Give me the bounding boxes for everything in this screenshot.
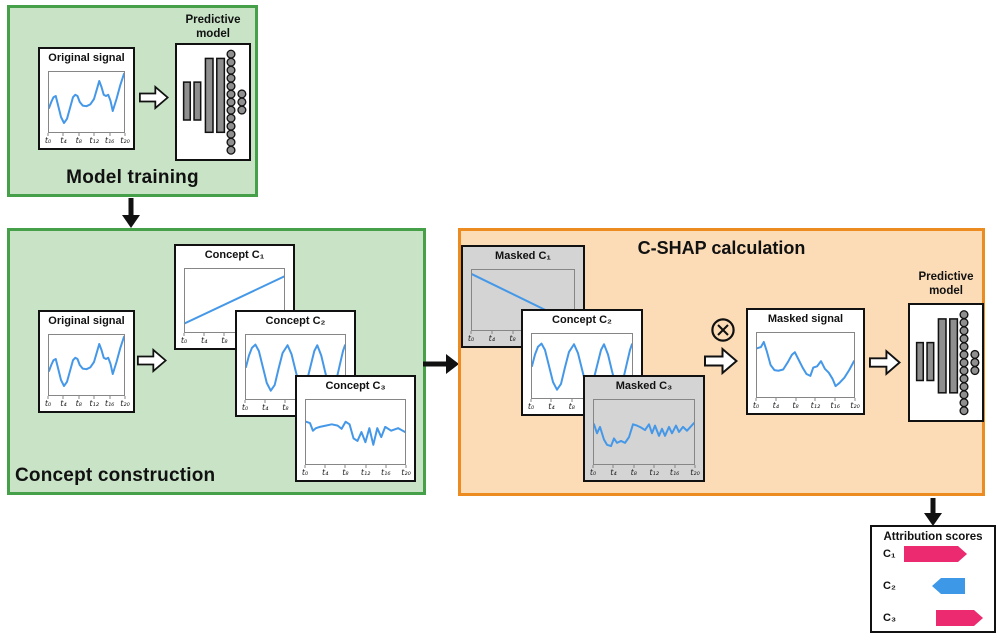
original-signal-card-training: Original signal t₀ t₄ t₈ t₁₂ t₁₆ t₂₀: [38, 47, 135, 150]
tick-label: t₈: [509, 334, 516, 343]
tick-label: t₈: [568, 402, 575, 411]
predictive-model-label: Predictive model: [918, 271, 974, 297]
tick-label: t₀: [301, 468, 309, 477]
masked-c3-card: Masked C₃ t₀ t₄ t₈ t₁₂ t₁₆ t₂₀: [583, 375, 705, 482]
signal-plot: [48, 71, 125, 133]
signal-plot: [593, 399, 695, 465]
neural-network-icon: [175, 43, 251, 161]
tick-label: t₄: [610, 468, 617, 477]
tick-label: t₈: [342, 468, 349, 477]
tick-label: t₄: [322, 468, 329, 477]
tick-label: t₁₆: [104, 136, 115, 145]
cshap-title: C-SHAP calculation: [637, 238, 806, 258]
tick-label: t₈: [221, 336, 228, 345]
tick-label: t₈: [792, 401, 799, 410]
tick-label: t₄: [772, 401, 779, 410]
model-training-label: Model training: [66, 167, 199, 188]
down-arrow-2: [924, 498, 942, 526]
masked-signal-card: Masked signal t₀ t₄ t₈ t₁₂ t₁₆ t₂₀: [746, 308, 865, 415]
attribution-bar-c1: [904, 546, 967, 562]
tick-label: t₀: [44, 399, 52, 408]
card-title: Original signal: [48, 52, 125, 64]
signal-plot: [184, 268, 285, 333]
signal-plot: [756, 332, 855, 398]
x-axis-ticks: t₀ t₄ t₈ t₁₂ t₁₆ t₂₀: [44, 133, 130, 148]
multiply-icon: [710, 317, 736, 348]
tick-label: t₁₂: [360, 468, 371, 477]
card-title: Masked C₁: [495, 250, 551, 262]
tick-label: t₀: [44, 136, 52, 145]
tick-label: t₀: [180, 336, 188, 345]
tick-label: t₂₀: [120, 136, 130, 145]
flow-arrow-icon: [704, 346, 739, 381]
tick-label: t₀: [752, 401, 760, 410]
tick-label: t₄: [60, 399, 67, 408]
flow-arrow-icon: [869, 349, 902, 381]
tick-label: t₈: [630, 468, 637, 477]
attribution-label-c1: C₁: [883, 548, 896, 560]
attribution-label-c2: C₂: [883, 580, 896, 592]
attribution-scores-box: Attribution scores C₁ C₂ C₃: [870, 525, 996, 633]
predictive-model-label: Predictive model: [185, 14, 241, 40]
signal-plot: [48, 334, 125, 396]
tick-label: t₄: [488, 334, 495, 343]
tick-label: t₀: [241, 403, 249, 412]
tick-label: t₀: [589, 468, 597, 477]
card-title: Concept C₃: [325, 380, 386, 392]
tick-label: t₈: [75, 136, 82, 145]
tick-label: t₁₂: [89, 399, 99, 408]
tick-label: t₁₂: [649, 468, 659, 477]
tick-label: t₈: [75, 399, 82, 408]
x-axis-ticks: t₀ t₄ t₈ t₁₂ t₁₆ t₂₀: [301, 465, 411, 480]
card-title: Original signal: [48, 315, 125, 327]
attribution-bar-c2: [932, 578, 965, 594]
x-axis-ticks: t₀ t₄ t₈ t₁₂ t₁₆ t₂₀: [752, 398, 860, 413]
concept-construction-label: Concept construction: [15, 465, 216, 486]
tick-label: t₁₂: [810, 401, 821, 410]
tick-label: t₁₂: [89, 136, 99, 145]
tick-label: t₀: [527, 402, 535, 411]
attribution-bar-c3: [936, 610, 983, 626]
right-arrow: [423, 353, 459, 375]
tick-label: t₈: [282, 403, 289, 412]
tick-label: t₄: [201, 336, 208, 345]
tick-label: t₄: [548, 402, 555, 411]
tick-label: t₁₆: [669, 468, 680, 477]
attribution-label-c3: C₃: [883, 612, 897, 624]
tick-label: t₄: [60, 136, 67, 145]
tick-label: t₄: [262, 403, 269, 412]
neural-network-icon: [908, 303, 984, 422]
card-title: Concept C₁: [204, 249, 265, 261]
down-arrow-1: [122, 198, 140, 228]
concept-c3-card: Concept C₃ t₀ t₄ t₈ t₁₂ t₁₆ t₂₀: [295, 375, 416, 482]
tick-label: t₂₀: [850, 401, 860, 410]
flow-arrow-icon: [137, 347, 168, 379]
flow-arrow-icon: [139, 84, 170, 116]
tick-label: t₂₀: [690, 468, 700, 477]
card-title: Masked C₃: [615, 380, 673, 392]
card-title: Concept C₂: [552, 314, 612, 326]
original-signal-card-construction: Original signal t₀ t₄ t₈ t₁₂ t₁₆ t₂₀: [38, 310, 135, 413]
x-axis-ticks: t₀ t₄ t₈ t₁₂ t₁₆ t₂₀: [589, 465, 700, 480]
tick-label: t₁₆: [104, 399, 115, 408]
x-axis-ticks: t₀ t₄ t₈ t₁₂ t₁₆ t₂₀: [44, 396, 130, 411]
tick-label: t₁₆: [381, 468, 391, 477]
card-title: Masked signal: [767, 313, 844, 325]
tick-label: t₂₀: [401, 468, 411, 477]
tick-label: t₂₀: [120, 399, 130, 408]
tick-label: t₁₆: [830, 401, 840, 410]
signal-plot: [305, 399, 406, 465]
attribution-title: Attribution scores: [883, 531, 983, 543]
card-title: Concept C₂: [265, 315, 326, 327]
tick-label: t₀: [467, 334, 475, 343]
